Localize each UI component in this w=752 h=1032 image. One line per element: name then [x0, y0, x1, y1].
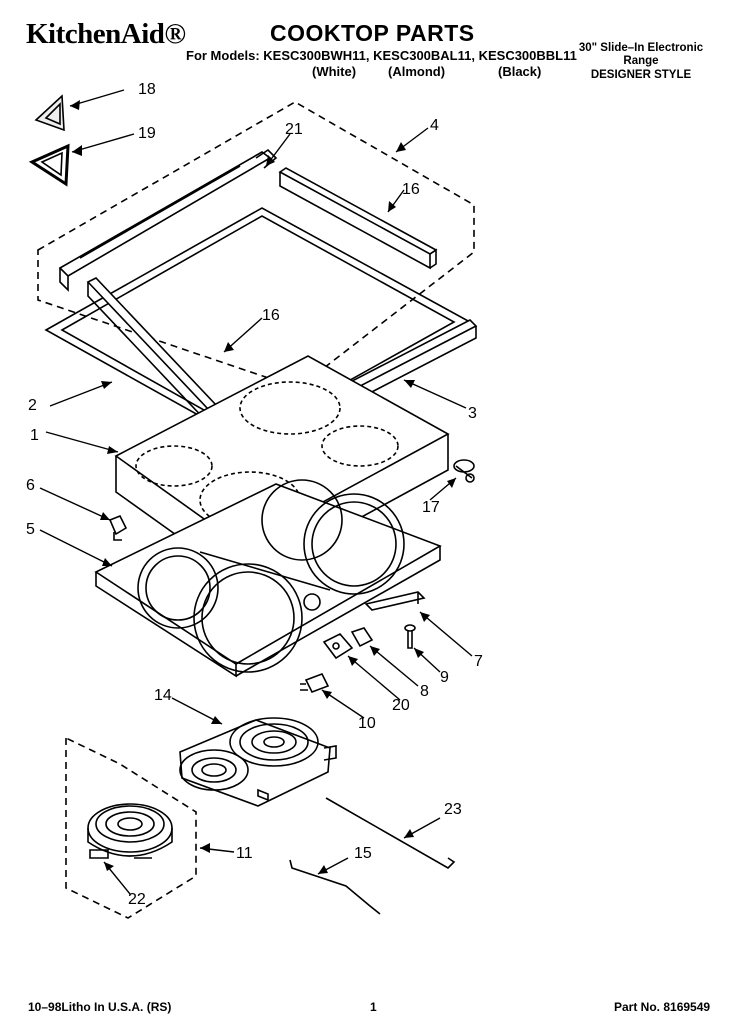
sensor-part-17 [453, 459, 475, 483]
callout-23: 23 [444, 801, 462, 818]
callout-14: 14 [154, 687, 172, 704]
trim-bar-part-16-upper [278, 167, 438, 270]
cooktop-pan-part-5 [94, 479, 442, 678]
leader-lines [39, 89, 473, 895]
callout-21: 21 [285, 121, 303, 138]
color-label-almond: (Almond) [388, 64, 446, 79]
callout-1: 1 [30, 427, 39, 444]
callout-5: 5 [26, 521, 35, 538]
callout-11: 11 [236, 845, 253, 862]
callout-4: 4 [430, 117, 439, 134]
element-group-outline [65, 736, 197, 919]
rod-part-15 [289, 859, 381, 915]
rod-part-23 [325, 797, 456, 869]
callout-18: 18 [138, 81, 156, 98]
models-line: For Models: KESC300BWH11, KESC300BAL11, … [186, 48, 577, 63]
callout-2: 2 [28, 397, 37, 414]
rear-rail-part-21 [58, 148, 278, 292]
trim-group-outline [37, 101, 475, 389]
callout-19: 19 [138, 125, 156, 142]
clip-part-6 [108, 514, 128, 541]
designer-style: DESIGNER STYLE [590, 69, 692, 81]
page-title: COOKTOP PARTS [270, 20, 475, 46]
callout-20: 20 [392, 697, 410, 714]
brand-logo: KitchenAid® [26, 18, 186, 50]
callout-16-upper: 16 [402, 181, 420, 198]
part-number: Part No. 8169549 [614, 1000, 711, 1014]
callout-3: 3 [468, 405, 477, 422]
single-element-part-22 [87, 803, 173, 859]
callout-17: 17 [422, 499, 440, 516]
badge-part-18 [34, 94, 65, 132]
range-word: Range [623, 55, 659, 67]
callout-7: 7 [474, 653, 483, 670]
callout-6: 6 [26, 477, 35, 494]
callout-16-lower: 16 [262, 307, 280, 324]
arrow-heads [70, 100, 456, 874]
callout-10: 10 [358, 715, 376, 732]
color-label-white: (White) [312, 64, 357, 79]
triangle-part-19 [28, 143, 70, 187]
range-type: 30" Slide–In Electronic [578, 42, 704, 54]
screw-part-9 [404, 624, 416, 649]
callout-22: 22 [128, 891, 146, 908]
color-label-black: (Black) [498, 64, 542, 79]
page-number: 1 [370, 1000, 377, 1014]
callout-labels: 18 19 21 4 16 16 2 3 1 17 6 5 7 9 8 20 1… [26, 81, 483, 908]
dual-element-part-14 [179, 717, 337, 807]
callout-8: 8 [420, 683, 429, 700]
callout-15: 15 [354, 845, 372, 862]
bracket-part-7 [364, 591, 426, 611]
terminal-part-10 [300, 672, 330, 694]
litho-note: 10–98Litho In U.S.A. (RS) [28, 1000, 172, 1014]
block-part-8 [350, 627, 374, 648]
switch-part-20 [322, 633, 354, 660]
callout-9: 9 [440, 669, 449, 686]
